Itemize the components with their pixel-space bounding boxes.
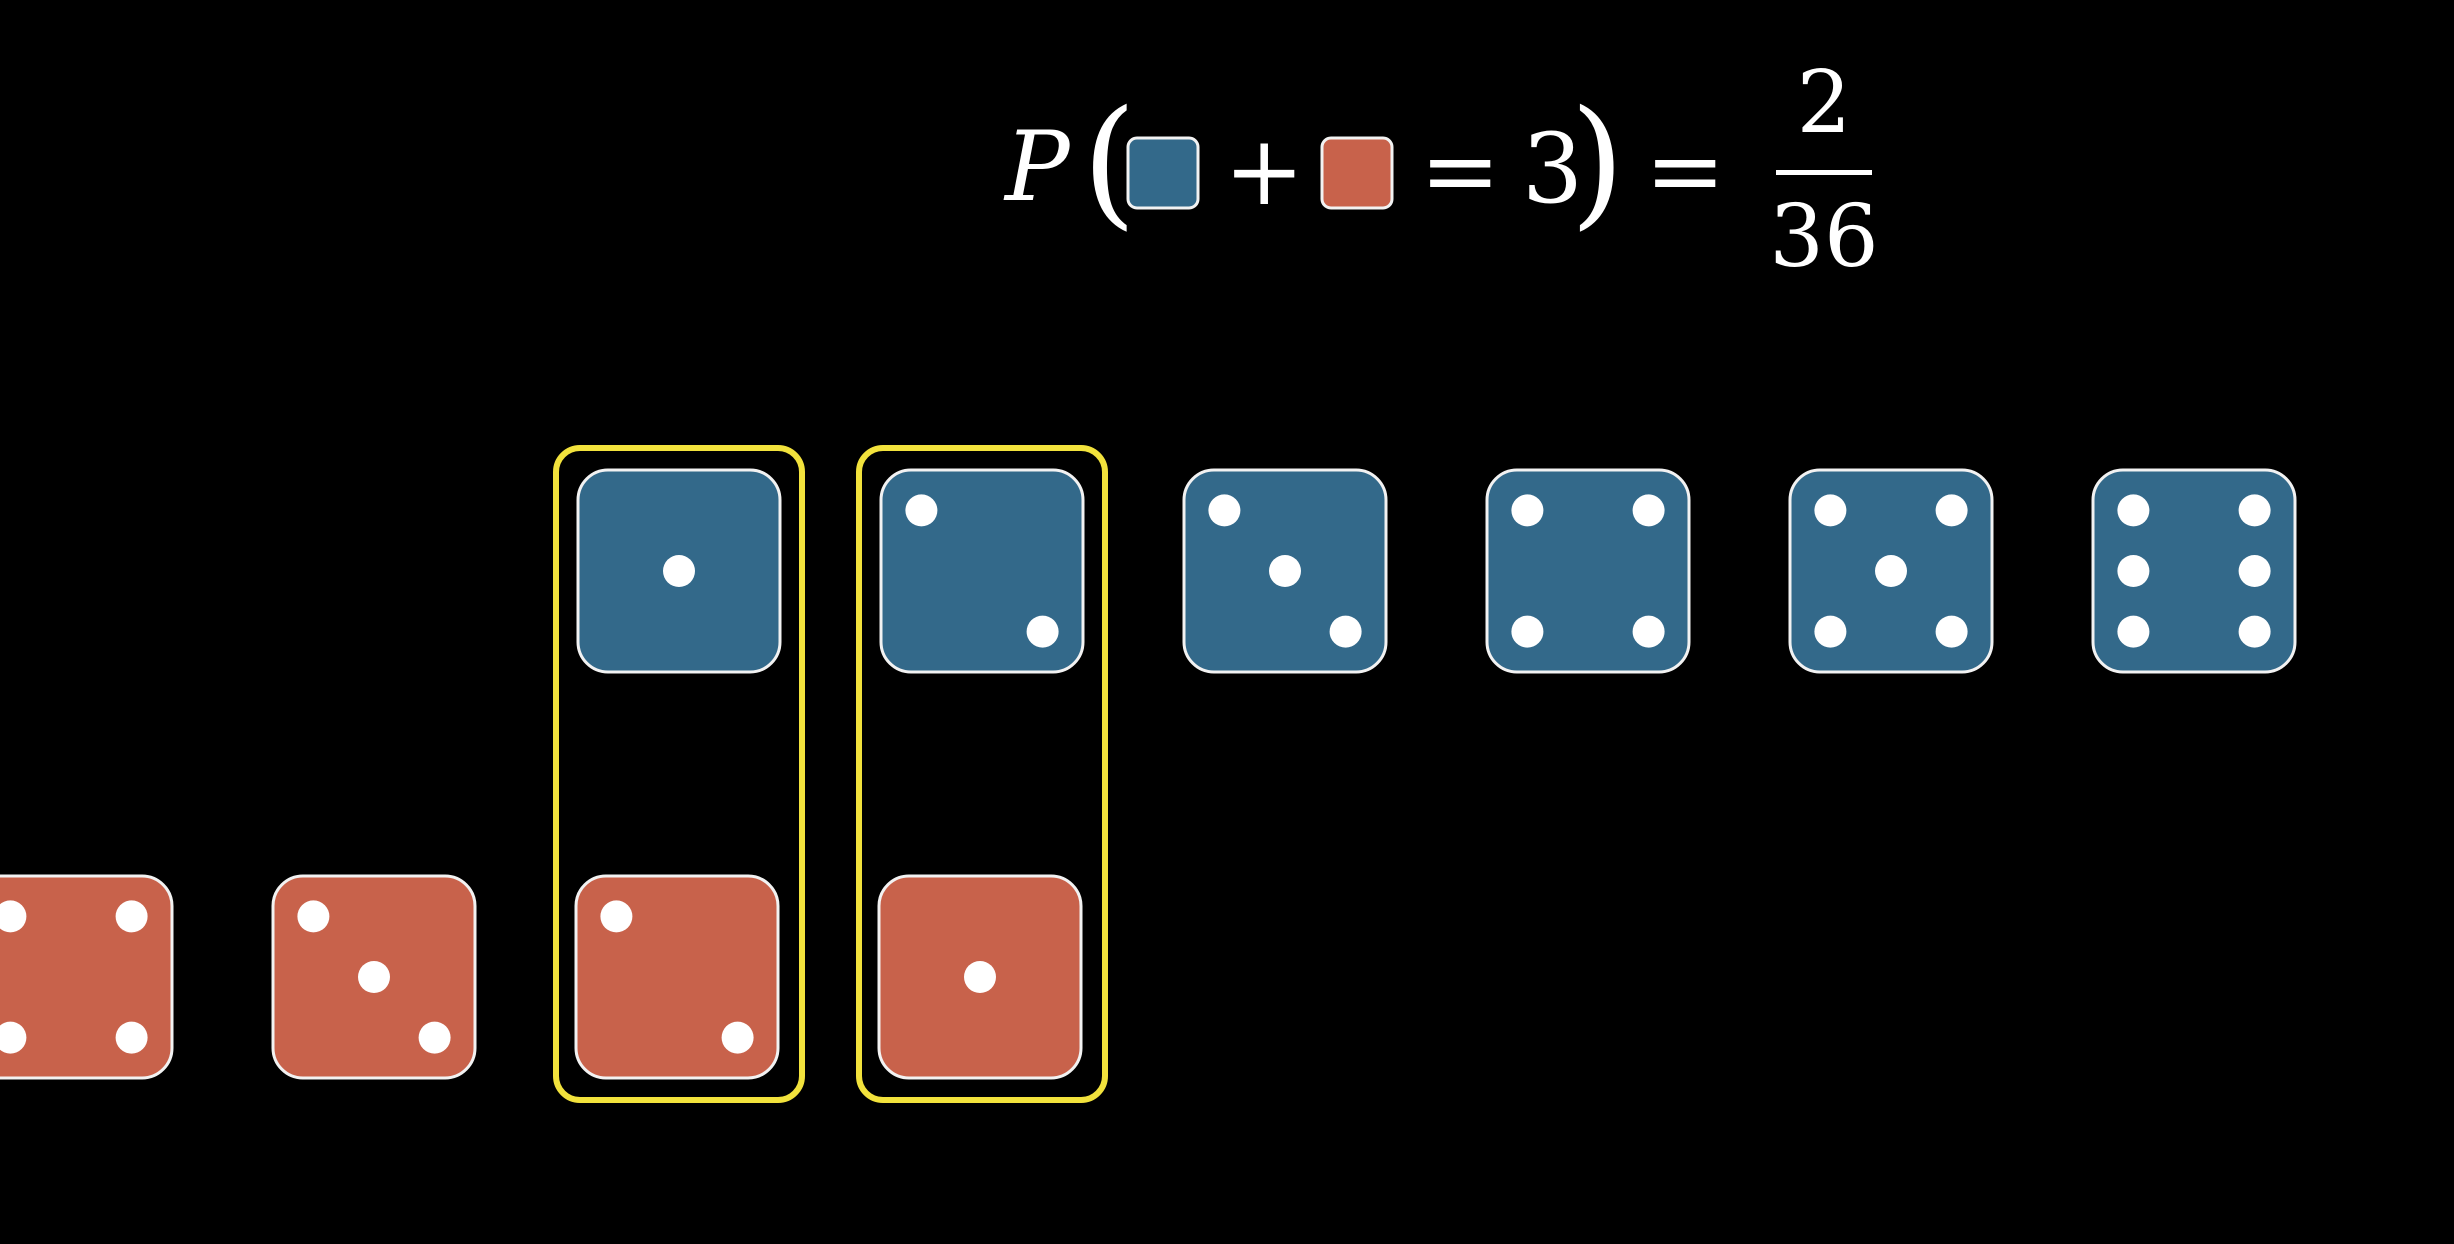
red-die-4	[0, 874, 174, 1080]
die-pip	[1814, 615, 1847, 648]
die-pip	[600, 900, 633, 933]
formula-result-equals: =	[1645, 115, 1725, 227]
die-pip	[418, 1021, 451, 1054]
die-pip	[1632, 615, 1665, 648]
red-die-1	[877, 874, 1083, 1080]
die-pip	[1511, 494, 1544, 527]
die-pip	[297, 900, 330, 933]
probability-formula: P ( + = 3 ) = 2 36	[1003, 53, 1879, 287]
die-pip	[1935, 615, 1968, 648]
formula-target: 3	[1522, 113, 1583, 225]
die-pip	[2117, 615, 2150, 648]
die-pip	[115, 900, 148, 933]
die-pip	[905, 494, 938, 527]
blue-die-5	[1788, 468, 1994, 674]
die-pip	[2238, 494, 2271, 527]
red-die-2	[574, 874, 780, 1080]
fraction-denominator: 36	[1769, 187, 1878, 287]
die-pip	[2238, 615, 2271, 648]
blue-die-1	[576, 468, 782, 674]
die-pip	[1935, 494, 1968, 527]
die-pip	[2238, 555, 2271, 587]
die-pip	[0, 900, 27, 933]
die-pip	[721, 1021, 754, 1054]
formula-red-die-symbol	[1320, 136, 1394, 210]
highlight-box	[856, 445, 1108, 1103]
die-face	[0, 874, 174, 1080]
die-pip	[0, 1021, 27, 1054]
blue-die-3	[1182, 468, 1388, 674]
die-pip	[663, 555, 695, 587]
formula-plus: +	[1224, 115, 1304, 227]
die-pip	[358, 961, 390, 993]
die-pip	[1511, 615, 1544, 648]
die-pip	[964, 961, 996, 993]
die-pip	[2117, 494, 2150, 527]
die-pip	[1875, 555, 1907, 587]
die-pip	[1208, 494, 1241, 527]
formula-equals: =	[1420, 115, 1500, 227]
blue-dice-row	[576, 468, 2297, 674]
red-die-3	[271, 874, 477, 1080]
highlight-box	[553, 445, 805, 1103]
die-pip	[115, 1021, 148, 1054]
formula-blue-die-symbol	[1126, 136, 1200, 210]
die-pip	[1026, 615, 1059, 648]
blue-die-2	[879, 468, 1085, 674]
die-pip	[1814, 494, 1847, 527]
highlight-boxes	[553, 445, 1108, 1103]
blue-die-4	[1485, 468, 1691, 674]
formula-p: P	[1003, 111, 1071, 223]
die-pip	[1632, 494, 1665, 527]
red-dice-row	[0, 874, 1083, 1080]
fraction-bar	[1776, 170, 1872, 175]
blue-die-6	[2091, 468, 2297, 674]
die-pip	[1329, 615, 1362, 648]
formula-close-paren: )	[1570, 81, 1625, 244]
fraction-numerator: 2	[1797, 53, 1852, 153]
die-pip	[2117, 555, 2150, 587]
die-pip	[1269, 555, 1301, 587]
